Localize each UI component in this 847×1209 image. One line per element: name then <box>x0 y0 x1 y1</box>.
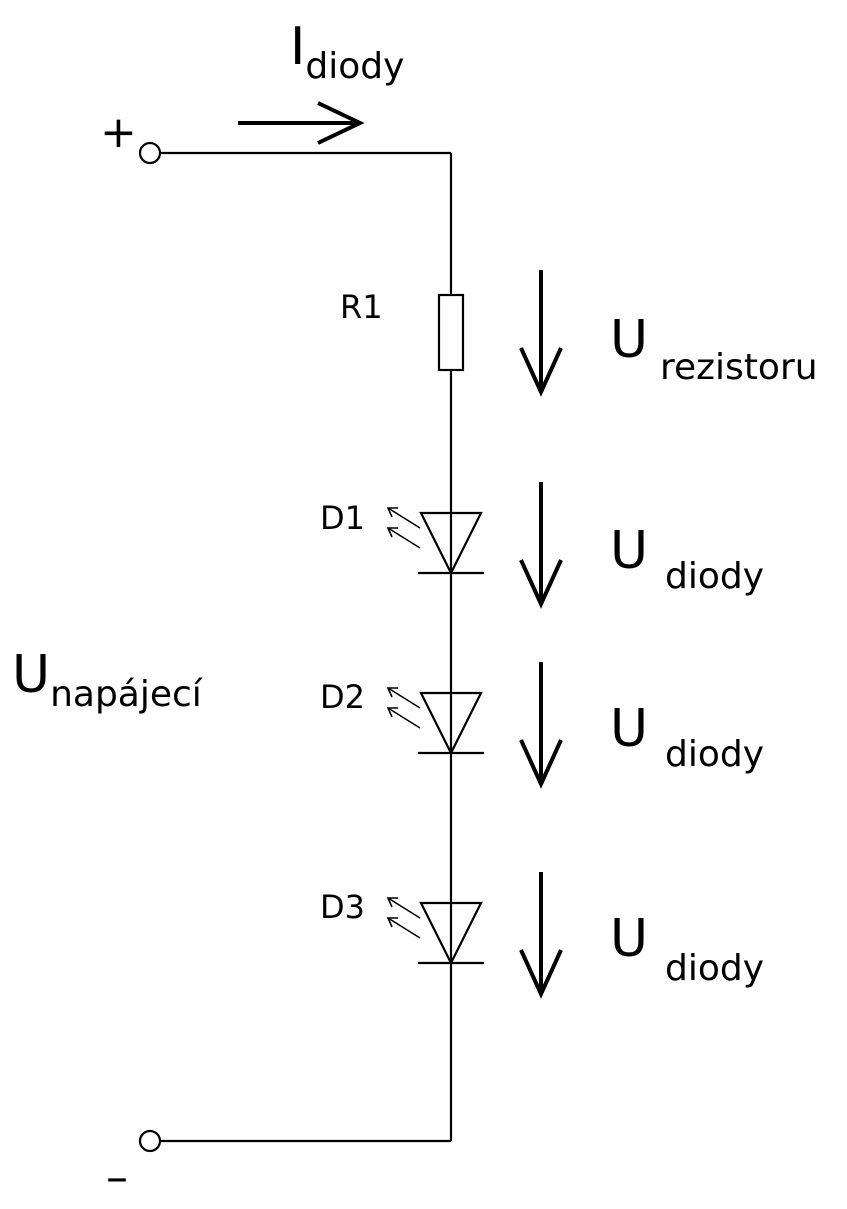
diode-d3 <box>386 897 484 966</box>
diode-d2-voltage-subscript: diody <box>665 734 764 775</box>
diode-d1-name: D1 <box>320 499 365 537</box>
diode-d1 <box>386 507 484 576</box>
resistor-voltage-arrow <box>519 270 563 397</box>
negative-terminal <box>138 1129 162 1153</box>
current-label-subscript: diody <box>305 46 404 87</box>
positive-sign: + <box>100 107 137 158</box>
supply-voltage-label: Unapájecí <box>12 645 203 715</box>
diode-d3-voltage-main: U <box>610 909 648 969</box>
current-arrow <box>238 101 365 145</box>
negative-sign: – <box>106 1152 128 1203</box>
current-label: Idiody <box>290 17 404 87</box>
diode-d3-voltage-subscript: diody <box>665 948 764 989</box>
circuit-wires <box>161 151 453 1143</box>
diode-d3-voltage-arrow <box>519 872 563 999</box>
diode-d2-voltage-arrow <box>519 662 563 789</box>
resistor-voltage-subscript: rezistoru <box>660 347 818 388</box>
resistor-r1 <box>437 293 465 372</box>
resistor-voltage-main: U <box>610 310 648 370</box>
resistor-name: R1 <box>340 288 383 326</box>
diode-d1-voltage-arrow <box>519 482 563 609</box>
positive-terminal <box>138 141 162 165</box>
current-label-main: I <box>290 17 305 77</box>
diode-d2-name: D2 <box>320 678 365 716</box>
diode-d3-name: D3 <box>320 888 365 926</box>
diode-d1-voltage-subscript: diody <box>665 556 764 597</box>
diode-d2-voltage-main: U <box>610 699 648 759</box>
diode-d1-voltage-main: U <box>610 521 648 581</box>
supply-voltage-subscript: napájecí <box>50 674 203 715</box>
diode-d2 <box>386 687 484 756</box>
supply-voltage-main: U <box>12 645 50 705</box>
